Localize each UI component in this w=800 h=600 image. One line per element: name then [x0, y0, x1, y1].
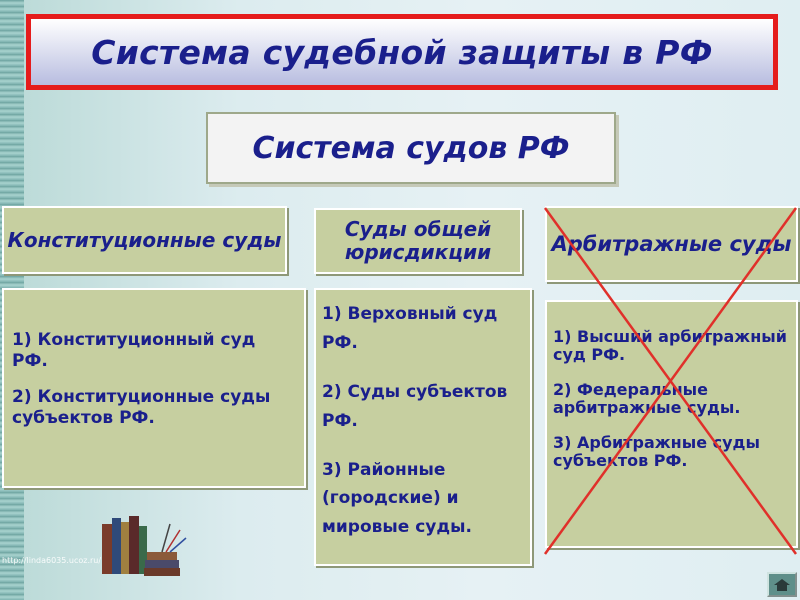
list-item: 1) Высший арбитражный суд РФ. [553, 327, 787, 365]
subtitle: Система судов РФ [252, 130, 570, 166]
page-title: Система судебной защиты в РФ [91, 32, 713, 72]
constitutional-courts-list: 1) Конституционный суд РФ. 2) Конституци… [2, 288, 306, 488]
home-nav-button[interactable] [767, 572, 797, 597]
constitutional-courts-header: Конституционные суды [2, 206, 287, 274]
watermark-url: http://linda6035.ucoz.ru/ [2, 556, 102, 565]
column-header-label: Конституционные суды [7, 227, 282, 252]
column-header-label: Суды общей юрисдикции [344, 217, 492, 264]
general-jurisdiction-header: Суды общей юрисдикции [314, 208, 522, 274]
title-banner: Система судебной защиты в РФ [26, 14, 778, 90]
subtitle-box: Система судов РФ [206, 112, 616, 184]
general-jurisdiction-list: 1) Верховный суд РФ. 2) Суды субъектов Р… [314, 288, 532, 566]
list-item: 1) Верховный суд РФ. [322, 304, 498, 353]
list-item: 2) Федеральные арбитражные суды. [553, 379, 741, 418]
home-nav-icon [774, 578, 790, 591]
arbitration-courts-list: 1) Высший арбитражный суд РФ. 2) Федерал… [545, 300, 798, 548]
arbitration-courts-header: Арбитражные суды [545, 206, 798, 282]
column-header-label: Арбитражные суды [551, 231, 792, 256]
list-item: 2) Конституционные суды субъектов РФ. [12, 386, 271, 428]
list-item: 2) Суды субъектов РФ. [322, 381, 508, 431]
list-item: 1) Конституционный суд РФ. [12, 330, 256, 372]
list-item: 3) Арбитражные суды субъектов РФ. [553, 432, 760, 470]
list-item: 3) Районные (городские) и мировые суды. [322, 459, 472, 538]
books-icon [102, 516, 187, 576]
